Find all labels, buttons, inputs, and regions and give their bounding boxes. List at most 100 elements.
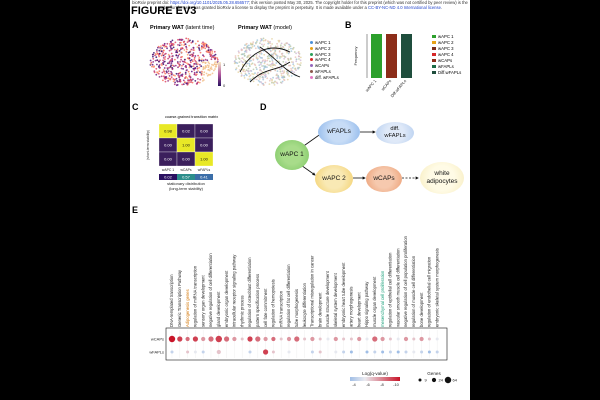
stationary-value: 0.57 [182, 175, 191, 180]
umap1-cell [163, 45, 166, 48]
enrichment-dot [412, 350, 416, 354]
umap1-cell [177, 73, 180, 75]
umap2-cell [274, 64, 277, 67]
umap1-cell [200, 48, 203, 50]
umap2-cell [262, 77, 265, 79]
node-label: wAPC 1 [280, 151, 304, 158]
umap1-cell [213, 54, 216, 57]
umap1-cell [160, 75, 163, 78]
umap2-cell [290, 75, 293, 77]
umap1-cell [181, 47, 184, 50]
legend-swatch [432, 52, 436, 56]
umap1-cell [192, 49, 195, 51]
legend-swatch [310, 64, 313, 68]
enrichment-dot [170, 350, 174, 354]
umap2-cell [252, 80, 255, 83]
umap1-cell [202, 41, 204, 44]
node-wapc1: wAPC 1 [275, 140, 309, 170]
umap1-cell [200, 65, 203, 68]
umap1-cell [174, 41, 177, 44]
umap2-cell [278, 50, 281, 52]
umap1-cell [168, 66, 170, 69]
umap1-cell [189, 59, 192, 62]
umap1-cell [199, 63, 201, 66]
umap2-cell [255, 41, 258, 43]
umap1-cell [206, 64, 209, 67]
umap1-cell [167, 62, 169, 65]
umap1-cell [160, 50, 163, 53]
umap1-cell [177, 44, 179, 46]
umap1-cell [156, 71, 158, 74]
umap1-cell [197, 78, 199, 80]
umap1-cell [183, 58, 186, 61]
license-link[interactable]: CC-BY-NC-ND 4.0 International license [368, 5, 441, 11]
umap1-cell [178, 65, 181, 67]
umap2-cell [298, 63, 301, 66]
matrix-value: 0.00 [200, 142, 209, 147]
umap1-cell [177, 38, 179, 41]
matrix-value: 0.00 [200, 128, 209, 133]
umap-legend-item: wFAPLs [310, 69, 331, 74]
umap2-cell [259, 75, 261, 78]
umap1-cell [195, 61, 198, 64]
umap1-cell [181, 83, 184, 86]
umap2-cell [294, 67, 297, 70]
umap2-title: Primary WAT (model) [238, 25, 292, 31]
umap1-cell [209, 54, 212, 56]
umap1-cell [200, 74, 203, 76]
umap1-cell [162, 49, 165, 52]
node-label: wFAPLs [384, 132, 406, 139]
umap1-cell [193, 69, 196, 71]
umap1-cell [188, 64, 191, 66]
umap2-cell [288, 64, 290, 67]
umap2-cell [243, 77, 246, 79]
umap1-cell [178, 44, 181, 47]
umap1-cell [168, 55, 171, 57]
umap2-cell [241, 61, 244, 64]
umap-legend-item: wAPC 1 [310, 40, 331, 45]
umap2-cell [282, 46, 285, 49]
umap2-cell [298, 58, 300, 60]
legend-label: wAPC 1 [438, 34, 454, 39]
umap2-cell [283, 76, 286, 78]
legend-label: Diff.wFAPLs [438, 70, 462, 75]
umap2-cell [258, 80, 261, 83]
umap1-cell [206, 44, 209, 47]
umap2-cell [297, 51, 300, 54]
umap2-cell [257, 79, 260, 82]
node-white-adipocytes: white adipocytes [420, 162, 464, 194]
enrichment-dot [279, 337, 283, 341]
umap1-cell [195, 73, 198, 76]
umap2-cell [272, 81, 275, 84]
umap1-cell [175, 72, 178, 75]
panel-a-label: A [132, 20, 139, 30]
umap1-cell [167, 57, 169, 60]
umap1-cell [163, 71, 166, 73]
umap1-cell [157, 72, 160, 75]
stationary-label: stationary distribution [167, 181, 205, 186]
bar-legend-item: wAPC 1 [432, 34, 454, 39]
size-legend-dot [418, 378, 422, 382]
matrix-value: 1.00 [200, 156, 209, 161]
legend-swatch [310, 70, 313, 73]
umap1-cell [198, 66, 201, 69]
umap1-cell [194, 55, 197, 57]
umap1-cell [204, 65, 207, 67]
doi-link[interactable]: https://doi.org/10.1101/2025.05.28.65657… [170, 0, 249, 5]
umap2-cell [268, 79, 271, 82]
umap1-cell [170, 62, 173, 64]
enrichment-dot [365, 337, 369, 341]
enrichment-dot [310, 350, 314, 354]
row-label: wCAPs [151, 336, 164, 341]
enrichment-dot [192, 336, 198, 342]
bar-legend-item: wFAPLs [432, 64, 454, 69]
umap1-cell [163, 67, 166, 69]
umap1-cell [214, 57, 216, 60]
umap2-cell [254, 72, 256, 74]
umap1-cell [194, 80, 197, 82]
matrix-title: coarse-grained transition matrix [165, 115, 219, 119]
umap1-cell [188, 57, 191, 60]
umap1-cell [181, 75, 184, 77]
node-label: adipocytes [426, 177, 458, 185]
